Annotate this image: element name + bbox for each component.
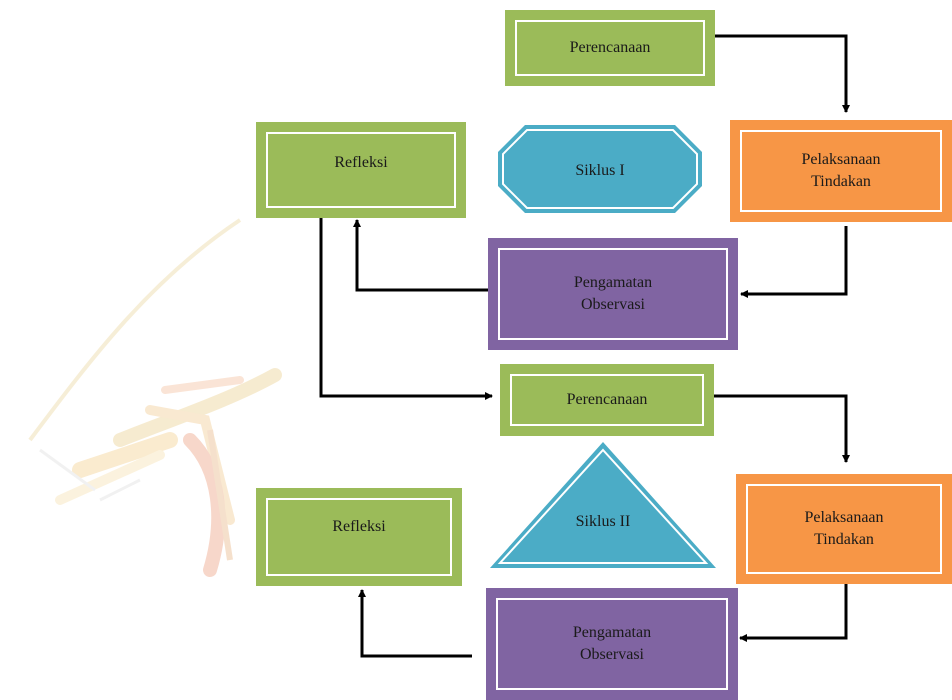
cycle-shape-1: Siklus I [498, 125, 702, 213]
observation-label-1: Pengamatan Observasi [574, 272, 652, 316]
arrow-action-to-observation-1 [740, 226, 848, 298]
reflection-box-2: Refleksi [256, 488, 462, 586]
observation-label-1-line2: Observasi [581, 296, 645, 313]
action-box-2: Pelaksanaan Tindakan [736, 474, 952, 584]
arrow-planning-to-action-2 [713, 394, 850, 463]
reflection-label-1: Refleksi [334, 154, 388, 171]
arrow-planning-to-action-1 [712, 34, 850, 113]
action-label-2-line1: Pelaksanaan [804, 509, 884, 526]
action-label-2-line2: Tindakan [814, 531, 874, 548]
planning-box-1: Perencanaan [505, 10, 715, 86]
reflection-label-2: Refleksi [332, 518, 386, 535]
action-box-1: Pelaksanaan Tindakan [730, 120, 952, 222]
cycle-label-1: Siklus I [575, 162, 624, 179]
planning-label-2: Perencanaan [566, 391, 648, 408]
planning-box-2: Perencanaan [500, 364, 714, 436]
cycle-label-2: Siklus II [576, 513, 631, 530]
planning-label-1: Perencanaan [569, 39, 651, 56]
arrow-observation-to-reflection-1 [353, 219, 490, 292]
action-label-1-line1: Pelaksanaan [801, 151, 881, 168]
observation-label-2-line2: Observasi [580, 646, 644, 663]
reflection-box-1: Refleksi [256, 122, 466, 218]
arrow-action-to-observation-2 [739, 584, 848, 642]
action-label-2: Pelaksanaan Tindakan [804, 507, 883, 551]
arrow-observation-to-reflection-2 [358, 589, 472, 658]
action-label-1: Pelaksanaan Tindakan [801, 149, 880, 193]
arrow-reflection-to-planning-2 [319, 212, 493, 400]
cycle-shape-2: Siklus II [490, 442, 716, 568]
observation-label-1-line1: Pengamatan [573, 274, 653, 291]
action-label-1-line2: Tindakan [811, 173, 871, 190]
observation-box-1: Pengamatan Observasi [488, 238, 738, 350]
observation-box-2: Pengamatan Observasi [486, 588, 738, 700]
observation-label-2-line1: Pengamatan [572, 624, 652, 641]
observation-label-2: Pengamatan Observasi [573, 622, 651, 666]
